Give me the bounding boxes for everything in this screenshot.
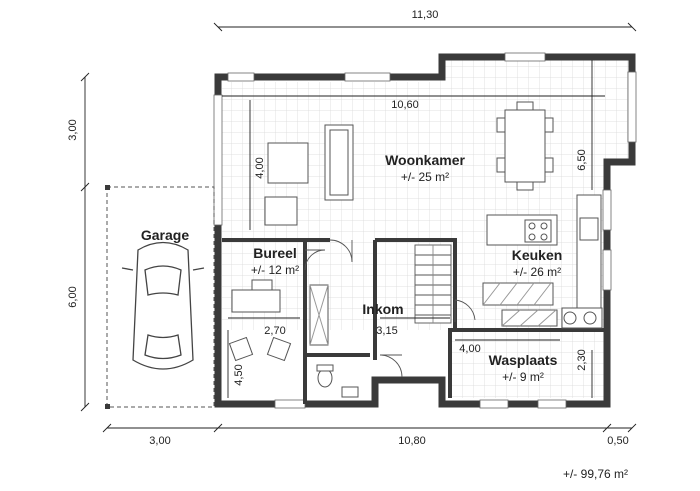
room-area-woonkamer: +/- 25 m²: [401, 170, 449, 184]
living-furniture: [264, 101, 554, 226]
dim-left-lower: 6,00: [67, 286, 79, 307]
dimension-lines: [80, 22, 637, 433]
window-openings: [213, 52, 637, 409]
dim-inkom-width: 3,15: [376, 325, 397, 337]
doors: [304, 239, 476, 378]
room-name-keuken: Keuken: [512, 247, 563, 263]
dim-right-upper: 6,50: [576, 149, 588, 170]
room-name-woonkamer: Woonkamer: [385, 152, 465, 168]
room-name-bureel: Bureel: [253, 245, 297, 261]
garage: [105, 185, 215, 409]
room-area-bureel: +/- 12 m²: [251, 263, 299, 277]
dim-bottom-right: 0,50: [607, 435, 628, 447]
room-name-garage: Garage: [141, 227, 189, 243]
car-icon: [121, 241, 205, 370]
total-area: +/- 99,76 m²: [563, 467, 628, 481]
bureel-furniture: [228, 279, 292, 362]
dim-inner-width: 10,60: [391, 99, 419, 111]
dim-bottom-main: 10,80: [398, 435, 426, 447]
room-area-keuken: +/- 26 m²: [513, 265, 561, 279]
dim-living-height: 4,00: [254, 157, 266, 178]
stairs: [414, 244, 452, 324]
dim-right-lower: 2,30: [576, 349, 588, 370]
kitchen-furniture: [482, 194, 603, 329]
dim-bureel-width: 2,70: [264, 325, 285, 337]
dim-bottom-garage: 3,00: [149, 435, 170, 447]
room-area-wasplaats: +/- 9 m²: [502, 370, 544, 384]
dim-left-upper: 3,00: [67, 119, 79, 140]
dim-wasplaats-width: 4,00: [459, 343, 480, 355]
dim-bureel-height: 4,50: [233, 364, 245, 385]
room-name-inkom: Inkom: [362, 301, 403, 317]
dim-top-width: 11,30: [412, 9, 439, 21]
exterior-walls: [214, 53, 636, 408]
room-name-wasplaats: Wasplaats: [489, 352, 558, 368]
toilet-and-closet: [309, 284, 359, 398]
